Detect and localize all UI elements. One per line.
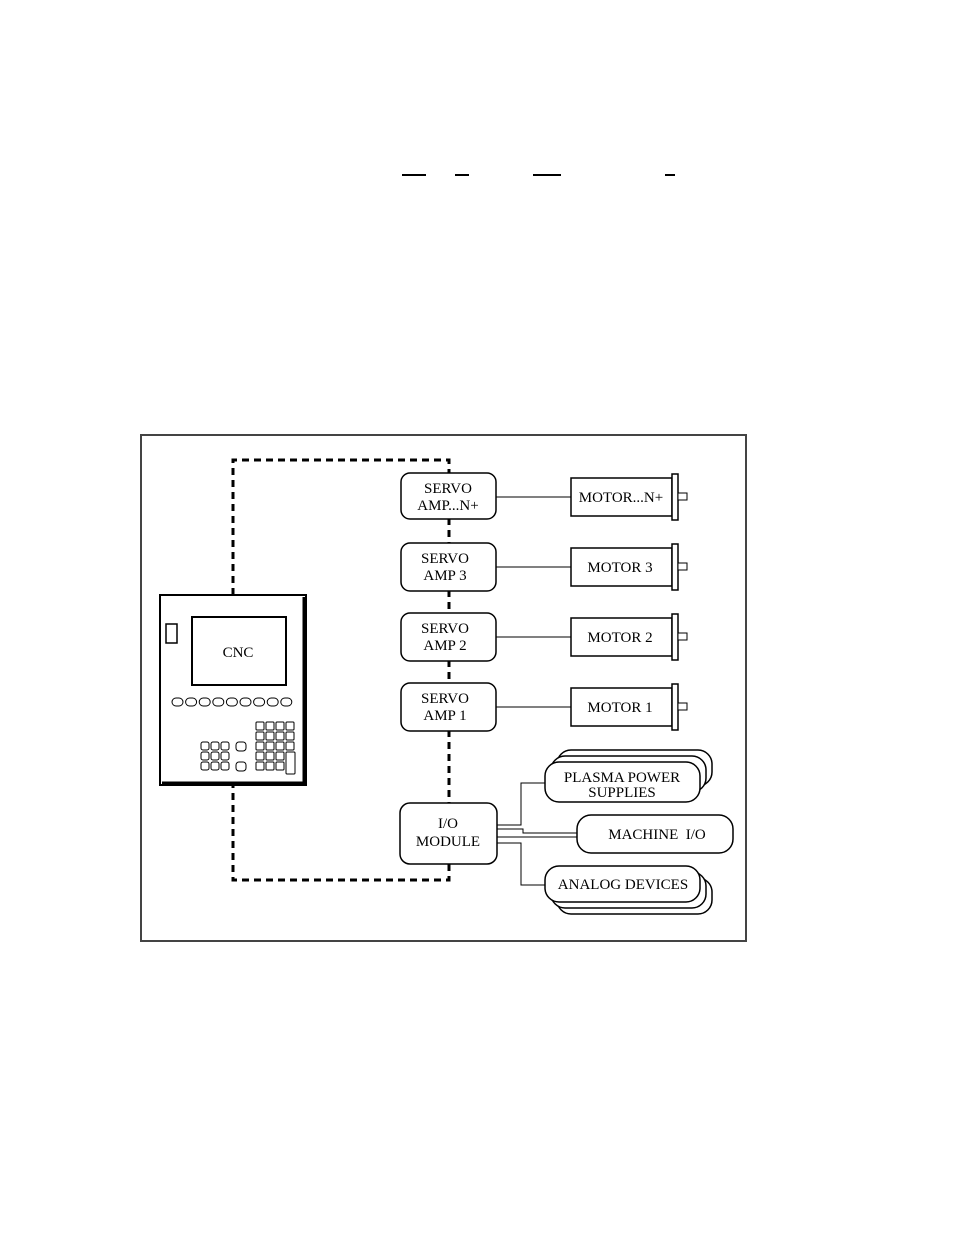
keypad-enter-key [285, 751, 296, 775]
cnc-screen [191, 616, 287, 686]
machine-io-label: MACHINE I/O [608, 827, 706, 843]
keypad-key [275, 731, 285, 741]
keypad-key [285, 721, 295, 731]
servo-amp-line1: SERVO [421, 691, 469, 707]
keypad-key [210, 761, 220, 771]
plasma-power-supplies: PLASMA POWER SUPPLIES [544, 749, 713, 803]
servo-amp-n: SERVO AMP...N+ [400, 472, 497, 520]
motor-label: MOTOR 2 [587, 630, 652, 646]
keypad-key [220, 761, 230, 771]
servo-amp-line2: AMP 3 [423, 568, 466, 584]
servo-amp-3: SERVO AMP 3 [400, 542, 497, 592]
servo-amp-line2: AMP...N+ [417, 498, 478, 514]
keypad-key [220, 751, 230, 761]
keypad-key [255, 741, 265, 751]
motor-label: MOTOR...N+ [579, 490, 663, 506]
softkey [266, 697, 279, 707]
plasma-line1: PLASMA POWER [564, 770, 680, 786]
keypad-key [220, 741, 230, 751]
keypad-key [275, 721, 285, 731]
softkey [212, 697, 225, 707]
softkey [198, 697, 211, 707]
io-module-line1: I/O [438, 816, 458, 832]
softkey [239, 697, 252, 707]
motor-connectors [496, 496, 571, 708]
keypad-key [265, 721, 275, 731]
cnc-side-button [165, 623, 178, 644]
cnc-softkeys [171, 697, 293, 707]
dashed-bus [231, 458, 451, 882]
keypad-key [265, 751, 275, 761]
servo-amp-1: SERVO AMP 1 [400, 682, 497, 732]
keypad-key [275, 751, 285, 761]
servo-amp-line1: SERVO [421, 621, 469, 637]
keypad-key [275, 741, 285, 751]
keypad-key [285, 731, 295, 741]
analog-label: ANALOG DEVICES [558, 877, 688, 893]
servo-amp-line2: AMP 2 [423, 638, 466, 654]
servo-amp-line1: SERVO [421, 551, 469, 567]
analog-devices: ANALOG DEVICES [544, 865, 713, 915]
cnc-center-buttons [235, 741, 247, 772]
io-branch-lines [497, 782, 577, 886]
motor-label: MOTOR 3 [587, 560, 652, 576]
motor-1: MOTOR 1 [570, 683, 688, 731]
keypad-key [265, 741, 275, 751]
softkey [280, 697, 293, 707]
cnc-keypad-right [255, 721, 296, 775]
keypad-key [255, 761, 265, 771]
cnc-label: CNC [223, 645, 254, 661]
cnc-controller: CNC [159, 594, 307, 786]
motor-3: MOTOR 3 [570, 543, 688, 591]
machine-io: MACHINE I/O [576, 814, 734, 854]
keypad-key [265, 731, 275, 741]
cnc-keypad-left [200, 741, 230, 771]
softkey [185, 697, 198, 707]
servo-amp-2: SERVO AMP 2 [400, 612, 497, 662]
keypad-key [200, 741, 210, 751]
motor-n: MOTOR...N+ [570, 473, 688, 521]
softkey [171, 697, 184, 707]
io-module-line2: MODULE [416, 834, 480, 850]
keypad-key [200, 751, 210, 761]
keypad-key [255, 721, 265, 731]
keypad-key [275, 761, 285, 771]
figure-frame [140, 434, 747, 942]
motor-2: MOTOR 2 [570, 613, 688, 661]
keypad-key [265, 761, 275, 771]
keypad-key [200, 761, 210, 771]
keypad-key [285, 741, 295, 751]
motor-label: MOTOR 1 [587, 700, 652, 716]
keypad-key [255, 751, 265, 761]
keypad-key [210, 741, 220, 751]
keypad-key [255, 731, 265, 741]
io-module: I/O MODULE [399, 802, 498, 865]
plasma-line2: SUPPLIES [588, 785, 656, 801]
keypad-key [210, 751, 220, 761]
servo-amp-line2: AMP 1 [423, 708, 466, 724]
servo-amp-line1: SERVO [424, 481, 472, 497]
softkey [253, 697, 266, 707]
softkey [225, 697, 238, 707]
